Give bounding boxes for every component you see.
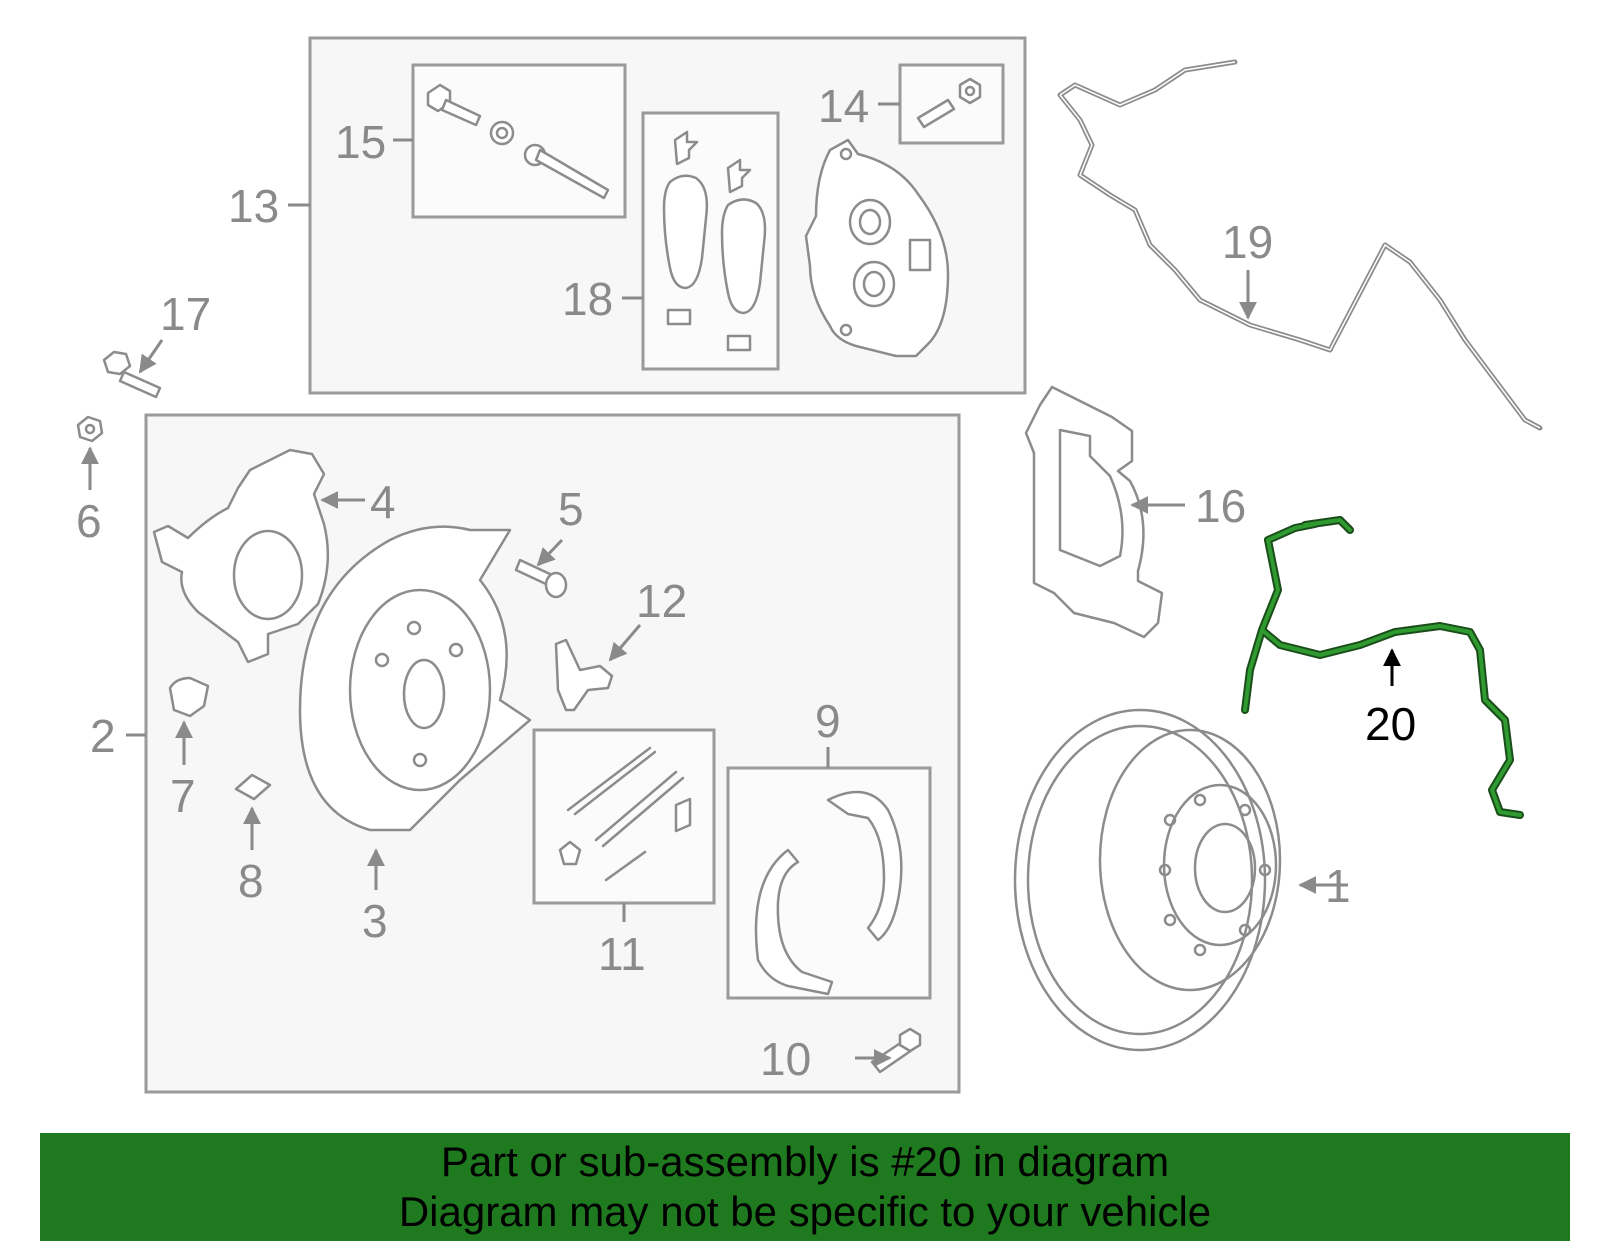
part-4-knuckle — [152, 448, 330, 664]
callout-9: 9 — [815, 695, 841, 747]
banner-line-2: Diagram may not be specific to your vehi… — [398, 1188, 1212, 1235]
part-3-backing-plate — [298, 525, 532, 832]
part-9-brake-shoes — [754, 790, 903, 996]
callout-11: 11 — [598, 928, 646, 980]
part-14-bleeder-screw — [916, 77, 982, 129]
banner-line-1: Part or sub-assembly is #20 in diagram — [440, 1138, 1170, 1185]
part-4-knuckle-bore — [232, 529, 304, 621]
part-20-abs-sensor-harness — [1241, 516, 1524, 819]
callout-5: 5 — [558, 483, 584, 535]
part-info-banner: Part or sub-assembly is #20 in diagram D… — [40, 1133, 1570, 1241]
part-16-bracket-inner — [1058, 428, 1124, 568]
callout-12: 12 — [636, 575, 687, 627]
part-1-rotor — [1013, 708, 1282, 1052]
callout-20: 20 — [1365, 698, 1416, 750]
part-15-guide-pin-kit — [426, 83, 610, 200]
callout-17: 17 — [160, 288, 211, 340]
callout-14: 14 — [818, 80, 869, 132]
part-6-nut — [76, 415, 104, 443]
part-13-caliper — [804, 138, 950, 358]
part-12-bracket — [554, 638, 614, 712]
part-7-adjuster — [168, 676, 210, 718]
callout-13: 13 — [228, 180, 279, 232]
part-5-bolt — [514, 558, 568, 599]
callout-4: 4 — [370, 476, 396, 528]
part-19-brake-line — [1057, 59, 1543, 431]
callout-8: 8 — [238, 855, 264, 907]
callout-6: 6 — [76, 495, 102, 547]
part-8-plate — [234, 773, 272, 801]
callout-19: 19 — [1222, 216, 1273, 268]
callout-3: 3 — [362, 895, 388, 947]
callout-18: 18 — [562, 273, 613, 325]
part-11-spring-kit — [558, 746, 692, 882]
part-16-caliper-bracket — [1024, 385, 1164, 639]
part-17-bolt — [102, 350, 162, 399]
part-18-brake-pads — [662, 130, 767, 352]
callout-7: 7 — [170, 770, 196, 822]
leader-lines — [81, 102, 1401, 1067]
part-19-brake-line-inner — [1059, 61, 1541, 429]
callout-15: 15 — [335, 116, 386, 168]
callout-2: 2 — [90, 710, 116, 762]
callout-10: 10 — [760, 1033, 811, 1085]
callout-1: 1 — [1325, 860, 1351, 912]
callout-16: 16 — [1195, 480, 1246, 532]
